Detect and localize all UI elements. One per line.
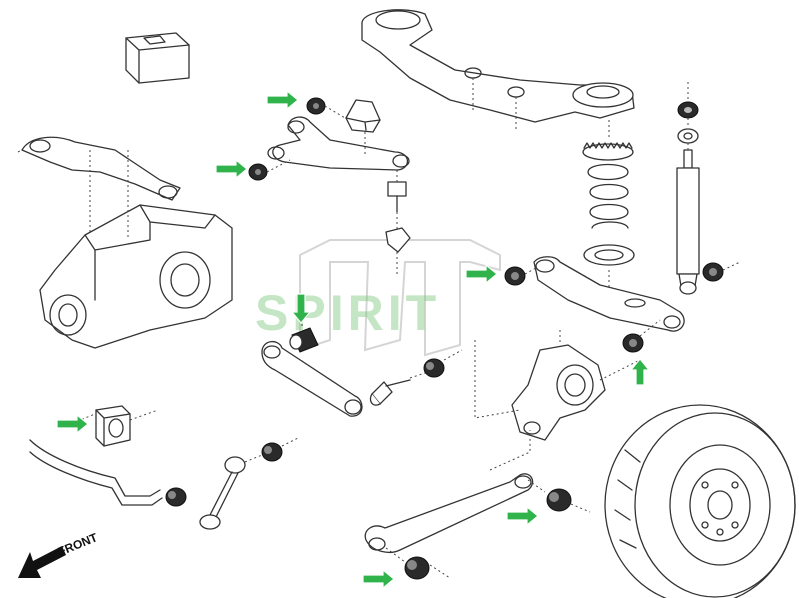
arrow-up-icon — [629, 358, 651, 386]
trailing-link-rear-bushing — [423, 349, 463, 378]
stabilizer-link-bushing — [261, 437, 299, 462]
highlight-arrows — [56, 89, 651, 590]
lower-control-arm — [364, 430, 546, 553]
arrow-right-icon — [362, 568, 395, 590]
watermark-text: SPIRIT — [255, 285, 440, 341]
spring-link-arm — [533, 256, 685, 332]
lower-arm-rear-bushing — [546, 488, 591, 513]
upper-arm-bushing-a — [306, 97, 326, 115]
upper-arm-bushing-b — [248, 163, 268, 181]
shock-absorber — [676, 82, 700, 295]
stabilizer-bushing — [95, 405, 131, 447]
lower-arm-front-bushing — [385, 547, 451, 580]
shock-lower-bushing — [702, 261, 741, 282]
subframe-crossmember — [361, 9, 635, 130]
arrow-right-icon — [56, 413, 89, 435]
trailing-link — [261, 341, 363, 417]
front-direction-indicator: FRONT — [18, 530, 100, 578]
spirit-watermark: SPIRIT — [255, 239, 501, 357]
wheel-knuckle — [474, 330, 641, 441]
differential-housing — [17, 136, 233, 349]
arrow-down-icon — [290, 293, 312, 324]
front-label: FRONT — [56, 530, 100, 559]
ball-joint — [385, 170, 411, 275]
arrow-right-icon — [215, 158, 248, 180]
toe-link-bushing — [622, 319, 661, 353]
bump-stop — [345, 99, 381, 155]
spring-link-bushing — [504, 266, 537, 286]
front-arrow-icon — [18, 546, 66, 578]
stabilizer-end-bushing — [165, 487, 187, 507]
battery-component — [125, 32, 190, 84]
wheel-tire — [604, 404, 796, 598]
trailing-link-bushing — [289, 310, 319, 353]
arrow-right-icon — [465, 263, 498, 285]
arrow-right-icon — [266, 89, 299, 111]
upper-control-arm — [267, 116, 410, 171]
arrow-right-icon — [506, 505, 539, 527]
trailing-link-bolt — [369, 367, 441, 406]
coil-spring — [582, 120, 635, 290]
stabilizer-link — [199, 454, 263, 530]
